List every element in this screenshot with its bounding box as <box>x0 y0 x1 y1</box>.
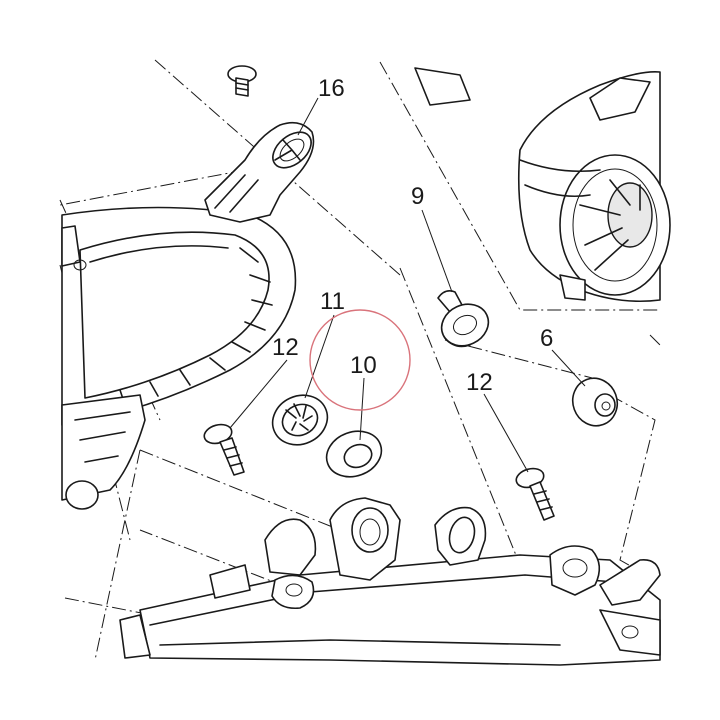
callout-12-left: 12 <box>272 334 299 361</box>
part-12-screw-right <box>515 467 555 521</box>
part-6-nut <box>571 377 619 427</box>
ring-bracket <box>61 206 297 510</box>
callout-9: 9 <box>411 183 424 210</box>
callout-11: 11 <box>320 288 345 315</box>
motor-housing <box>414 67 671 303</box>
highlight-circle <box>309 309 411 411</box>
callout-6: 6 <box>540 325 553 352</box>
leader-lines <box>229 97 586 473</box>
screw-top-16 <box>227 65 257 97</box>
callout-10: 10 <box>350 352 377 379</box>
callout-12-right: 12 <box>466 369 493 396</box>
part-16-bracket-arm <box>204 121 315 223</box>
callout-labels: 16 9 11 12 10 12 6 <box>272 75 553 396</box>
lower-bracket-assembly <box>119 497 661 666</box>
part-11-lock-washer <box>271 394 329 446</box>
part-10-washer <box>325 430 383 478</box>
part-12-screw-left <box>203 423 245 476</box>
part-9-fastener <box>437 290 490 348</box>
callout-16: 16 <box>318 75 345 102</box>
